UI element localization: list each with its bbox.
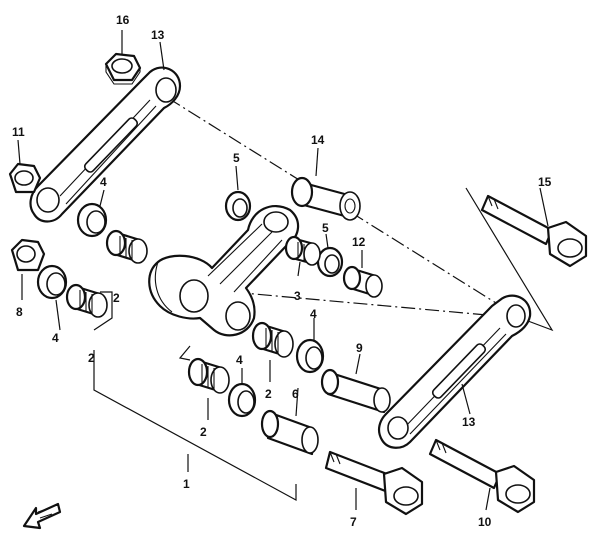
callout-13-upper: 13 [151,28,165,42]
nut-11[interactable] [8,162,42,194]
alignment-lines [167,97,554,332]
callout-15: 15 [538,175,552,189]
callout-14: 14 [311,133,325,147]
callout-2-left-upper: 2 [113,291,120,305]
link-rod-upper[interactable] [29,66,182,223]
spacer-12[interactable] [342,265,383,298]
callout-7: 7 [350,515,357,529]
callout-4-right: 4 [310,307,317,321]
leader-lines [17,30,549,511]
seal-4-c[interactable] [227,382,257,418]
callout-1: 1 [183,477,190,491]
front-arrow-icon [22,502,62,530]
bearing-3[interactable] [284,235,321,266]
nut-8[interactable] [10,238,46,272]
bearing-2-b[interactable] [65,283,108,318]
callout-13-lower: 13 [462,415,476,429]
seal-4-a[interactable] [76,202,108,238]
bearing-2-c[interactable] [187,357,230,394]
callout-5-right: 5 [322,221,329,235]
callout-5-upper: 5 [233,151,240,165]
callout-4-upper-left: 4 [100,175,107,189]
spacer-6[interactable] [260,409,319,456]
spacer-14[interactable] [290,176,361,221]
callout-3: 3 [294,289,301,303]
callout-2-center-right: 2 [265,387,272,401]
spacer-9[interactable] [320,368,391,414]
seal-4-d[interactable] [295,338,325,374]
callout-16: 16 [116,13,130,27]
callout-2-center: 2 [200,425,207,439]
bolt-15[interactable] [480,194,588,268]
callout-12: 12 [352,235,366,249]
seal-5-b[interactable] [316,246,344,278]
callout-4-center: 4 [236,353,243,367]
seal-4-b[interactable] [36,264,68,300]
callout-9: 9 [356,341,363,355]
seal-5-a[interactable] [224,190,252,222]
bolt-10[interactable] [428,438,536,514]
bearing-2-a[interactable] [105,229,148,264]
callout-numbers: 16 13 11 4 5 14 15 5 12 2 3 8 4 4 2 9 4 … [12,13,552,529]
bolt-7[interactable] [324,450,424,516]
nut-16[interactable] [104,52,142,85]
bearing-2-d[interactable] [251,321,294,358]
callout-2-left-lower: 2 [88,351,95,365]
callout-8: 8 [16,305,23,319]
callout-11: 11 [12,125,25,139]
link-rod-lower[interactable] [377,294,532,449]
cushion-lever[interactable] [148,204,300,337]
callout-6: 6 [292,387,299,401]
callout-10: 10 [478,515,492,529]
callout-4-left: 4 [52,331,59,345]
